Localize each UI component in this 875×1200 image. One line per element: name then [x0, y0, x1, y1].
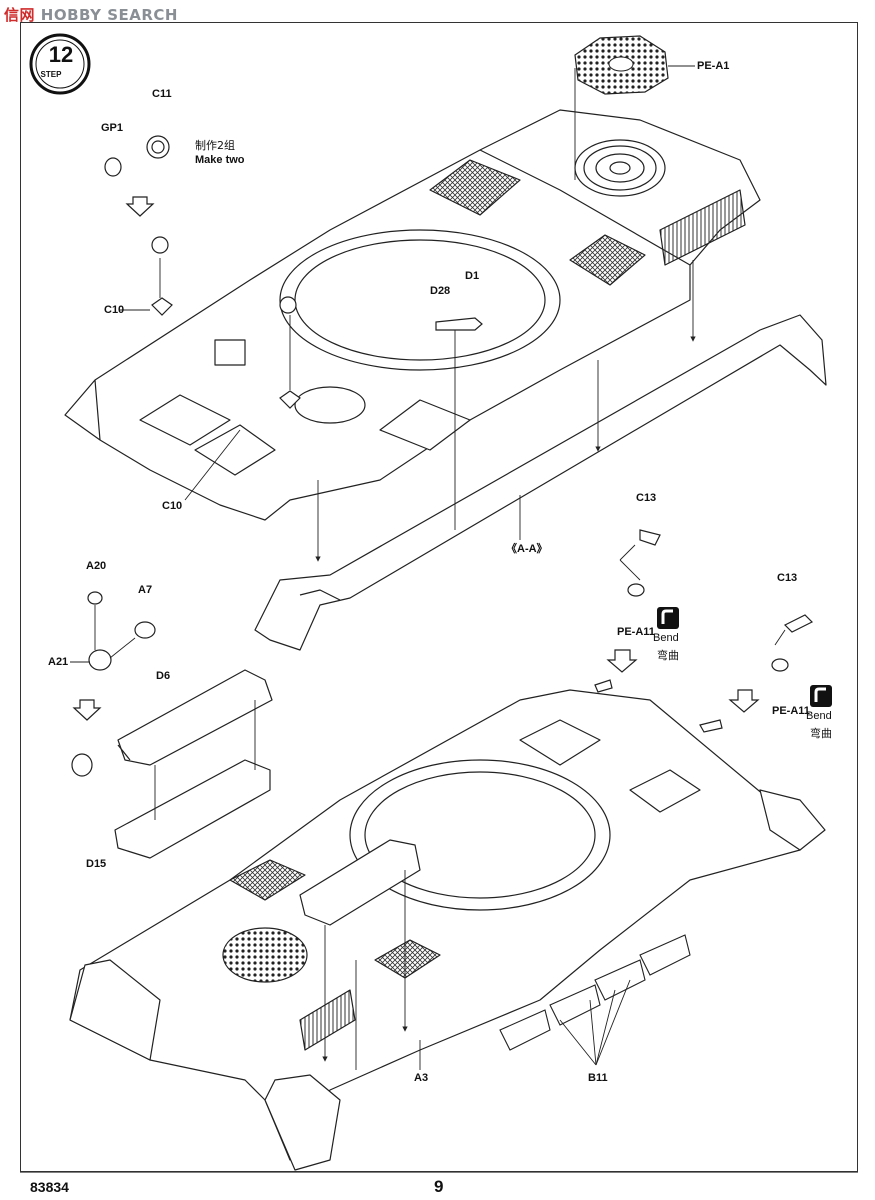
- label-bend-left-en: Bend: [653, 632, 679, 644]
- fender-aa: [254, 314, 827, 651]
- label-c10-bottom: C10: [162, 500, 183, 512]
- step-badge: [29, 33, 91, 95]
- part-d6-d15: [114, 669, 273, 859]
- parts-b11: [499, 934, 691, 1051]
- footer-page-number: 9: [434, 1177, 444, 1196]
- label-d28: D28: [430, 285, 451, 297]
- step-number: 12: [48, 42, 74, 67]
- bend-icon-left: [657, 607, 679, 629]
- part-d1-d28: [435, 317, 483, 331]
- label-d6: D6: [156, 670, 171, 682]
- label-d1: D1: [465, 270, 480, 282]
- label-d15: D15: [86, 858, 107, 870]
- muffler-installed: [299, 839, 421, 926]
- label-bend-right-cn: 弯曲: [810, 727, 832, 740]
- watermark: 信网 HOBBY SEARCH: [4, 4, 178, 25]
- lower-hull-top: [69, 689, 826, 1171]
- parts-c13: [594, 529, 814, 733]
- part-pe-a1: [574, 35, 669, 95]
- footer-code: 83834: [30, 1179, 69, 1195]
- label-pe-a11-left: PE-A11: [617, 626, 655, 638]
- label-make-two-en: Make two: [195, 154, 245, 166]
- watermark-cn: 信: [4, 6, 20, 24]
- label-a20: A20: [86, 560, 107, 572]
- label-a21: A21: [48, 656, 69, 668]
- label-a3: A3: [414, 1072, 429, 1084]
- label-bend-left-cn: 弯曲: [657, 649, 679, 662]
- label-c11: C11: [152, 88, 172, 100]
- parts-a20-a7-a21: [71, 591, 156, 777]
- watermark-en: HOBBY SEARCH: [40, 6, 178, 24]
- upper-hull-top: [64, 109, 761, 521]
- label-make-two-cn: 制作2组: [195, 139, 235, 152]
- label-section-aa: 《A-A》: [506, 543, 548, 555]
- label-a7: A7: [138, 584, 153, 596]
- label-c10-top: C10: [104, 304, 125, 316]
- step-word: STEP: [40, 70, 62, 79]
- label-pe-a1: PE-A1: [697, 60, 730, 72]
- label-bend-right-en: Bend: [806, 710, 832, 722]
- leader-lines-top: [120, 65, 696, 562]
- label-b11: B11: [588, 1072, 608, 1084]
- label-c13-left: C13: [636, 492, 657, 504]
- bend-icon-right: [810, 685, 832, 707]
- label-pe-a11-right: PE-A11: [772, 705, 810, 717]
- leader-lines-bottom: [70, 544, 786, 1070]
- watermark-cn-2: 网: [19, 6, 36, 24]
- parts-c11-gp1: [104, 135, 301, 409]
- label-c13-right: C13: [777, 572, 798, 584]
- label-gp1: GP1: [101, 122, 124, 134]
